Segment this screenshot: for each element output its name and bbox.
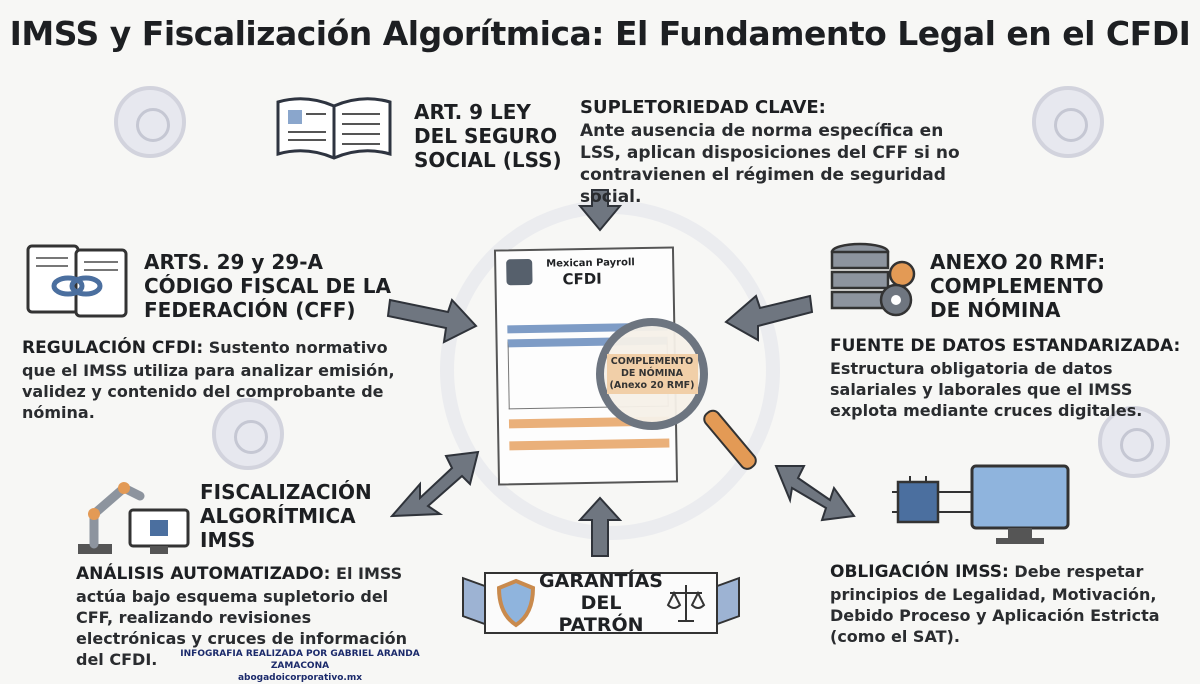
credit-author: INFOGRAFIA REALIZADA POR GABRIEL ARANDA … <box>180 649 420 671</box>
arrow-up-bottom-shape <box>578 496 622 557</box>
supletoriedad-text: Ante ausencia de norma específica en LSS… <box>580 121 960 207</box>
arrow-right-left-shape <box>386 298 478 344</box>
heading-line: COMPLEMENTO <box>930 274 1104 298</box>
arrow-up-bottom <box>578 496 622 557</box>
anexo20-heading: ANEXO 20 RMF: COMPLEMENTO DE NÓMINA <box>930 250 1105 322</box>
banner-text: GARANTÍAS DEL PATRÓN <box>536 570 667 636</box>
fiscalizacion-text: El IMSS actúa bajo esquema supletorio de… <box>76 564 408 669</box>
magnifier-icon: COMPLEMENTO DE NÓMINA (Anexo 20 RMF) <box>596 318 708 430</box>
magnifier-line: COMPLEMENTO <box>610 356 694 367</box>
credit: INFOGRAFIA REALIZADA POR GABRIEL ARANDA … <box>160 648 440 684</box>
magnifier-label: COMPLEMENTO DE NÓMINA (Anexo 20 RMF) <box>606 354 698 394</box>
heading-line: DEL SEGURO <box>414 124 558 148</box>
arrow-down-top <box>578 189 622 232</box>
fiscalizacion-body: ANÁLISIS AUTOMATIZADO: El IMSS actúa baj… <box>76 562 416 670</box>
anexo20-text: Estructura obligatoria de datos salarial… <box>830 359 1143 420</box>
arrow-right-left <box>386 298 478 344</box>
anexo20-body: FUENTE DE DATOS ESTANDARIZADA: Estructur… <box>830 334 1190 421</box>
open-book-icon <box>276 97 392 160</box>
garantias-banner: GARANTÍAS DEL PATRÓN <box>484 570 718 636</box>
document-header-small: Mexican Payroll <box>546 257 635 270</box>
document-bar <box>509 438 670 451</box>
seal-watermark <box>114 86 186 158</box>
cff-heading: ARTS. 29 y 29-A CÓDIGO FISCAL DE LA FEDE… <box>144 250 391 322</box>
shield-icon <box>496 578 536 628</box>
heading-line: ART. 9 LEY <box>414 100 531 124</box>
arrow-double-right-shape <box>774 465 856 522</box>
scales-icon <box>667 585 706 622</box>
banner-line: GARANTÍAS <box>539 570 663 592</box>
database-gears-icon <box>830 242 916 317</box>
linked-documents-icon <box>26 244 128 318</box>
seal-watermark <box>1032 86 1104 158</box>
anexo20-label: FUENTE DE DATOS ESTANDARIZADA: <box>830 336 1181 356</box>
heading-line: ANEXO 20 RMF: <box>930 250 1106 274</box>
obligacion-label: OBLIGACIÓN IMSS: <box>830 562 1009 582</box>
magnifier-line: DE NÓMINA <box>620 368 683 379</box>
magnifier-line: (Anexo 20 RMF) <box>609 380 695 391</box>
supletoriedad-label: SUPLETORIEDAD CLAVE: <box>580 97 826 118</box>
heading-line: CÓDIGO FISCAL DE LA <box>144 274 391 298</box>
supletoriedad-block: SUPLETORIEDAD CLAVE: Ante ausencia de no… <box>580 96 980 208</box>
obligacion-text: Debe respetar principios de Legalidad, M… <box>830 562 1160 646</box>
document-header-big: CFDI <box>562 269 602 289</box>
heading-line: FISCALIZACIÓN <box>200 480 372 504</box>
heading-line: IMSS <box>200 528 256 552</box>
heading-line: ALGORÍTMICA <box>200 504 356 528</box>
fiscalizacion-label: ANÁLISIS AUTOMATIZADO: <box>76 564 331 584</box>
arrow-left-right <box>724 294 814 342</box>
robot-arm-computer-icon <box>78 482 190 554</box>
imss-logo-icon <box>506 258 533 286</box>
arrow-double-right <box>774 465 856 522</box>
chip-monitor-icon <box>892 464 1070 544</box>
arrow-double-left <box>390 450 480 518</box>
banner-line: DEL PATRÓN <box>558 592 644 636</box>
arrow-double-left-shape <box>390 450 480 518</box>
seal-watermark <box>1098 406 1170 478</box>
fiscalizacion-heading: FISCALIZACIÓN ALGORÍTMICA IMSS <box>200 480 372 552</box>
heading-line: DE NÓMINA <box>930 298 1061 322</box>
credit-site: abogadoicorporativo.mx <box>237 673 363 683</box>
cff-label: REGULACIÓN CFDI: <box>22 338 204 358</box>
page-title: IMSS y Fiscalización Algorítmica: El Fun… <box>9 14 1191 53</box>
arrow-left-right-shape <box>724 294 814 342</box>
seal-watermark <box>212 398 284 470</box>
art9-heading: ART. 9 LEY DEL SEGURO SOCIAL (LSS) <box>414 100 562 172</box>
cff-text: Sustento normativo que el IMSS utiliza p… <box>22 338 395 422</box>
heading-line: ARTS. 29 y 29-A <box>144 250 323 274</box>
arrow-down-top-shape <box>578 189 622 232</box>
heading-line: SOCIAL (LSS) <box>414 148 562 172</box>
heading-line: FEDERACIÓN (CFF) <box>144 298 356 322</box>
obligacion-body: OBLIGACIÓN IMSS: Debe respetar principio… <box>830 560 1190 647</box>
cff-body: REGULACIÓN CFDI: Sustento normativo que … <box>22 336 402 423</box>
